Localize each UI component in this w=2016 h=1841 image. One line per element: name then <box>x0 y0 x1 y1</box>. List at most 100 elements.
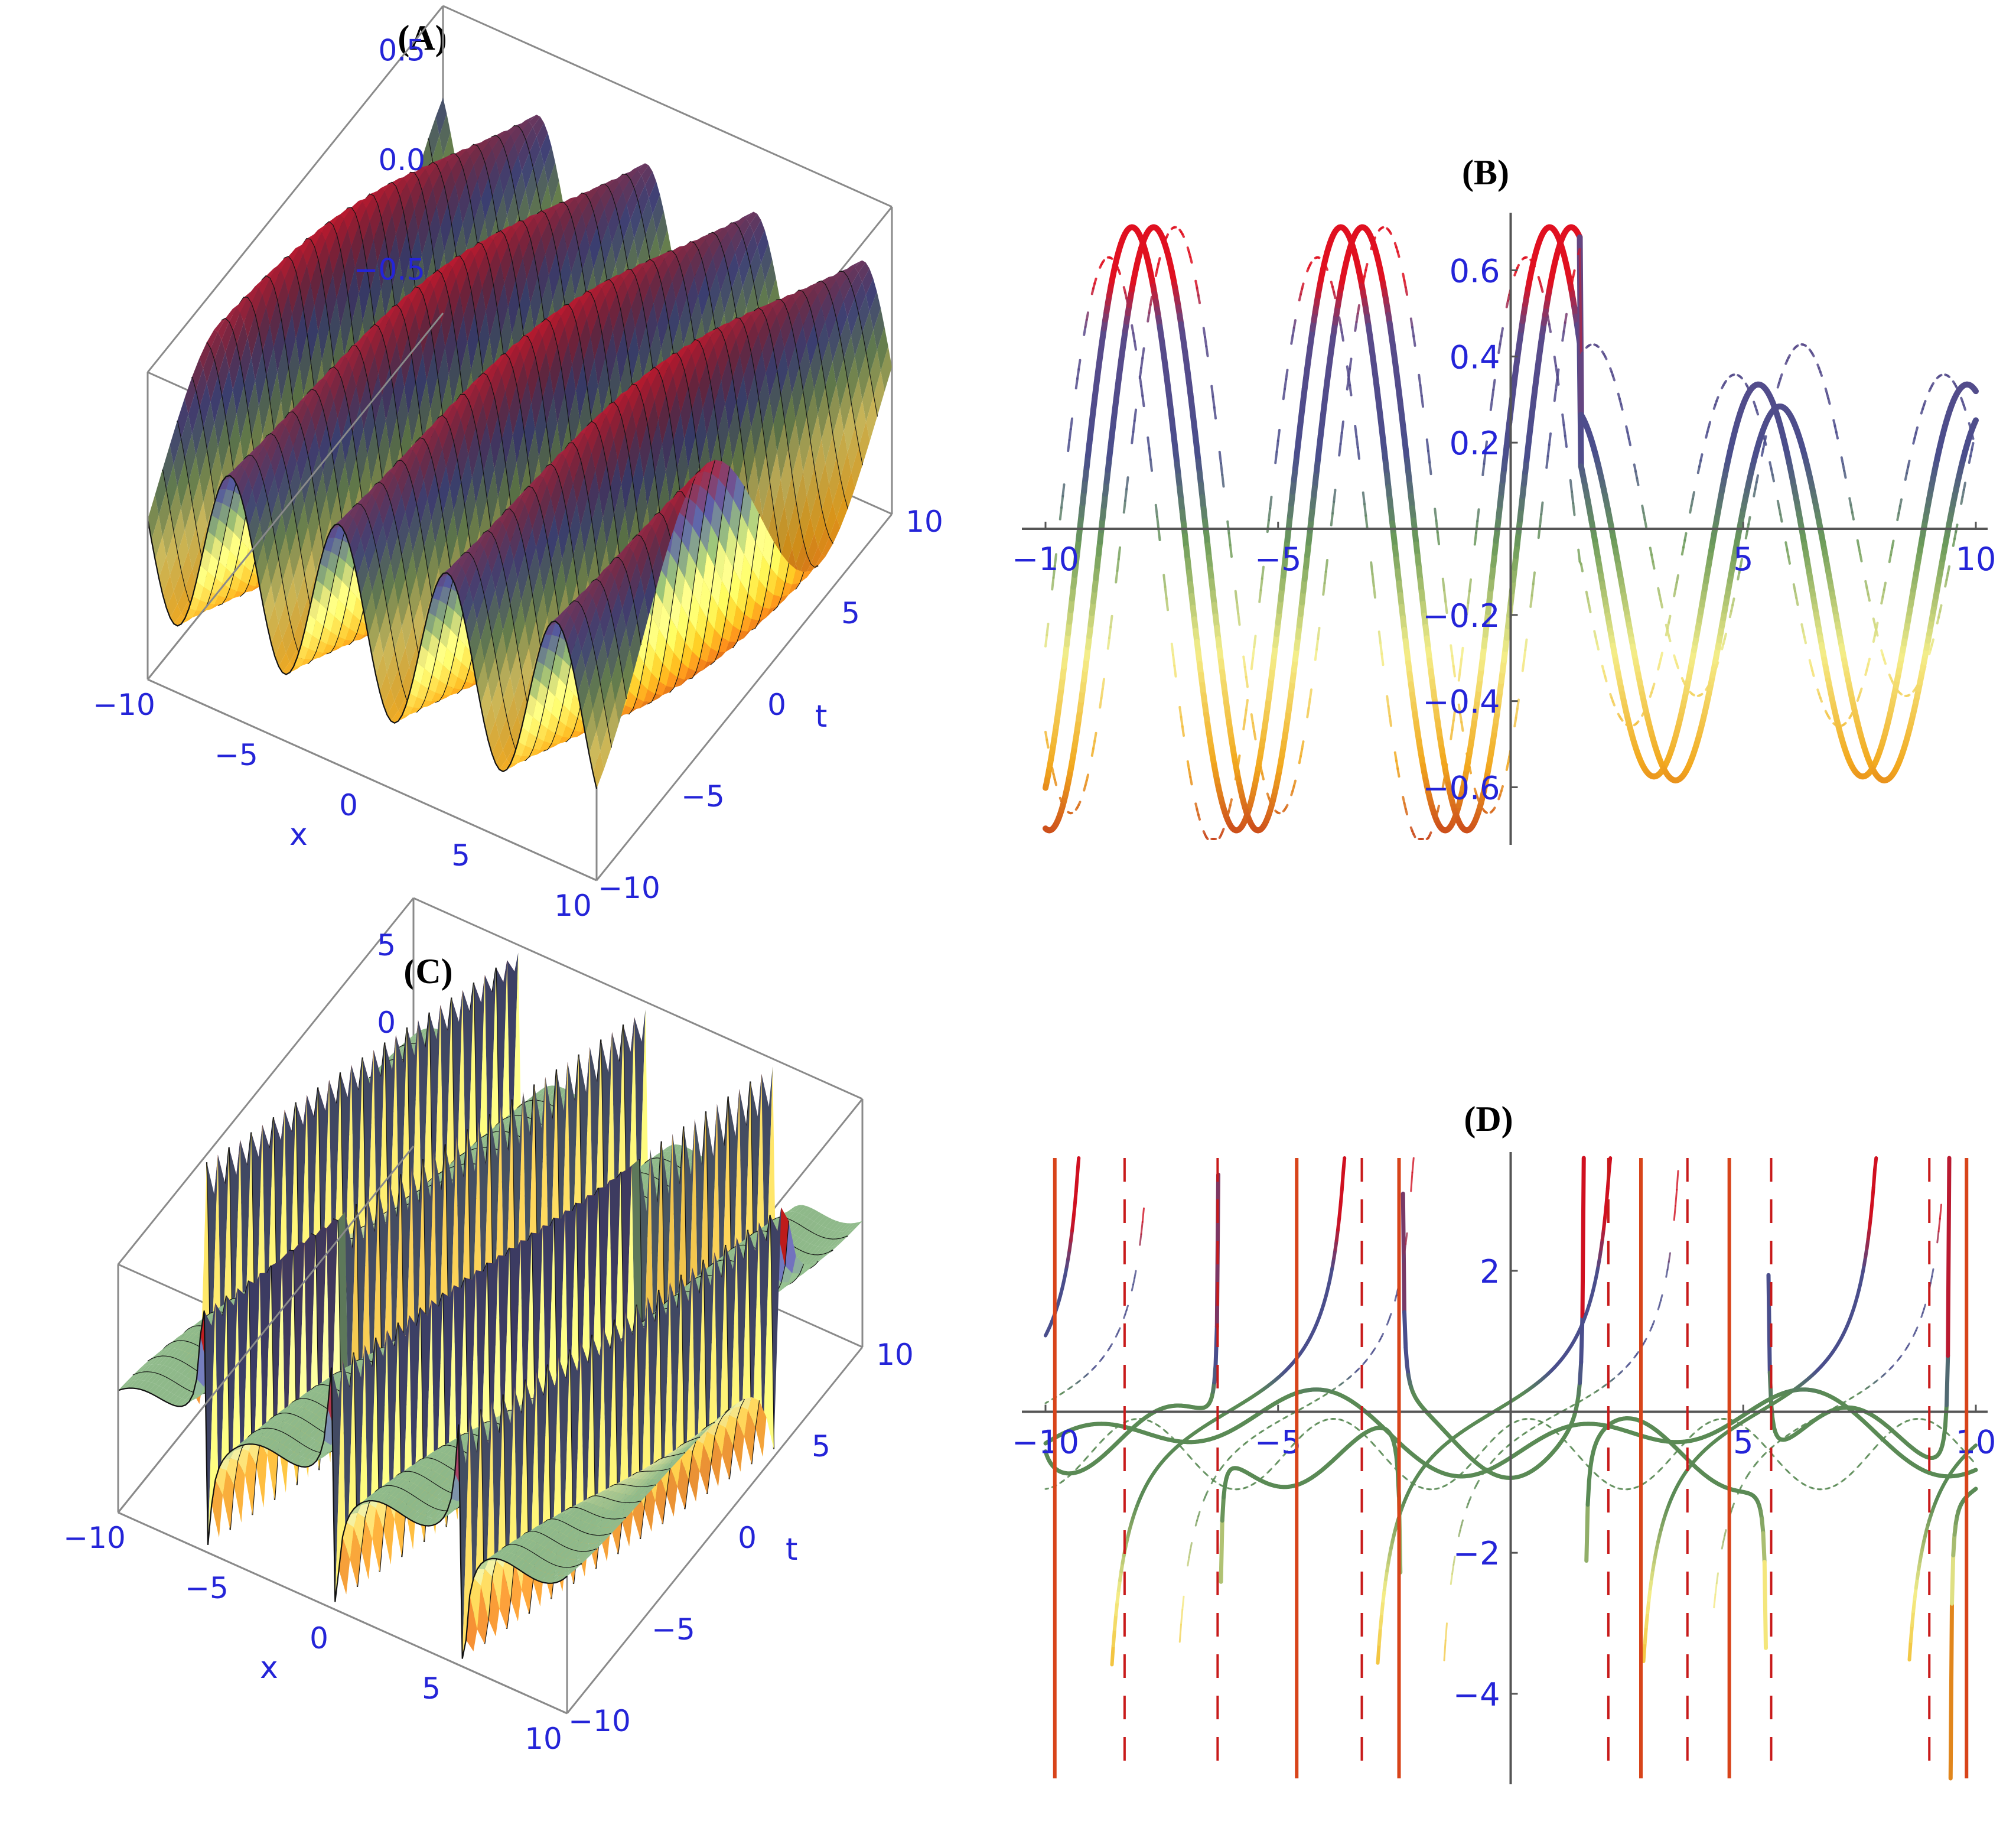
surface-patch <box>822 537 833 557</box>
surface-patch <box>710 360 722 406</box>
surface-patch <box>344 207 355 230</box>
surface-patch <box>691 249 702 278</box>
surface-patch <box>456 316 468 373</box>
surface-patch <box>692 471 704 486</box>
surface-patch <box>836 431 848 479</box>
surface-patch <box>434 274 445 304</box>
surface-patch <box>701 232 713 240</box>
surface-patch <box>668 299 680 347</box>
surface-patch <box>538 318 550 338</box>
surface-patch <box>672 246 683 256</box>
surface-patch <box>645 171 656 199</box>
surface-patch <box>684 354 696 389</box>
surface-patch <box>458 149 470 168</box>
surface-patch <box>314 232 325 260</box>
box-edge <box>442 5 893 208</box>
surface-patch <box>677 604 689 642</box>
surface-patch <box>460 274 471 317</box>
surface-patch <box>541 275 553 330</box>
surface-patch <box>433 227 444 281</box>
surface-patch <box>630 201 641 239</box>
surface-patch <box>478 252 490 288</box>
surface-patch <box>386 391 397 450</box>
surface-patch <box>393 310 405 343</box>
surface-patch <box>825 277 836 292</box>
surface-patch <box>359 265 370 323</box>
surface-patch <box>736 324 747 356</box>
surface-patch <box>755 580 767 607</box>
surface-patch <box>795 291 807 311</box>
surface-patch <box>396 296 408 310</box>
surface-patch <box>696 485 708 514</box>
surface-patch <box>408 314 419 359</box>
surface-patch <box>277 256 288 270</box>
surface-patch <box>658 395 670 445</box>
surface-patch <box>542 322 553 352</box>
surface-patch <box>466 144 477 155</box>
surface-patch <box>318 302 330 361</box>
surface-patch <box>530 224 542 256</box>
surface-patch <box>546 311 558 323</box>
surface-patch <box>593 184 604 191</box>
surface-patch <box>788 500 800 549</box>
surface-patch <box>564 216 575 251</box>
surface-patch <box>508 281 519 334</box>
surface-patch <box>519 279 530 333</box>
surface-patch <box>531 375 543 430</box>
surface-patch <box>559 207 571 233</box>
surface-patch <box>754 310 766 334</box>
surface-patch <box>609 294 620 332</box>
surface-patch <box>625 411 636 456</box>
surface-patch <box>742 224 754 250</box>
surface-patch <box>746 212 757 225</box>
surface-patch <box>688 366 699 411</box>
surface-patch <box>575 214 586 249</box>
surface-patch <box>389 342 401 392</box>
surface-patch <box>740 401 751 459</box>
surface-patch <box>762 483 774 539</box>
surface-patch <box>599 415 610 447</box>
surface-patch <box>843 266 855 277</box>
surface-patch <box>635 304 646 353</box>
surface-patch <box>855 400 867 447</box>
surface-patch <box>295 310 307 366</box>
surface-patch <box>847 426 859 472</box>
surface-patch <box>574 193 586 204</box>
surface-patch <box>460 249 471 262</box>
x-tick-label: 10 <box>554 889 592 923</box>
surface-patch <box>448 278 460 320</box>
surface-patch <box>463 200 474 249</box>
surface-patch <box>266 286 278 326</box>
surface-patch <box>714 380 725 434</box>
surface-patch <box>754 426 766 486</box>
surface-patch <box>580 421 592 434</box>
surface-patch <box>582 247 594 295</box>
surface-patch <box>351 225 363 268</box>
surface-patch <box>425 162 437 176</box>
surface-patch <box>821 292 833 322</box>
surface-patch <box>487 397 498 444</box>
surface-patch <box>494 376 506 417</box>
surface-patch <box>336 219 348 251</box>
surface-patch <box>769 371 781 425</box>
surface-patch <box>333 250 344 299</box>
surface-patch <box>602 488 614 547</box>
surface-patch <box>619 204 631 241</box>
surface-patch <box>471 242 482 257</box>
surface-patch <box>799 298 810 326</box>
surface-patch <box>699 579 711 619</box>
surface-patch <box>473 152 485 181</box>
surface-patch <box>621 455 633 512</box>
surface-patch <box>851 378 862 427</box>
surface-patch <box>325 274 337 329</box>
surface-patch <box>403 193 415 233</box>
surface-patch <box>535 318 546 330</box>
surface-patch <box>855 333 866 379</box>
surface-patch <box>546 331 558 372</box>
surface-patch <box>683 262 695 298</box>
surface-patch <box>509 385 520 436</box>
x-tick-label: 5 <box>451 838 470 873</box>
surface-patch <box>492 176 504 219</box>
surface-patch <box>738 219 750 238</box>
